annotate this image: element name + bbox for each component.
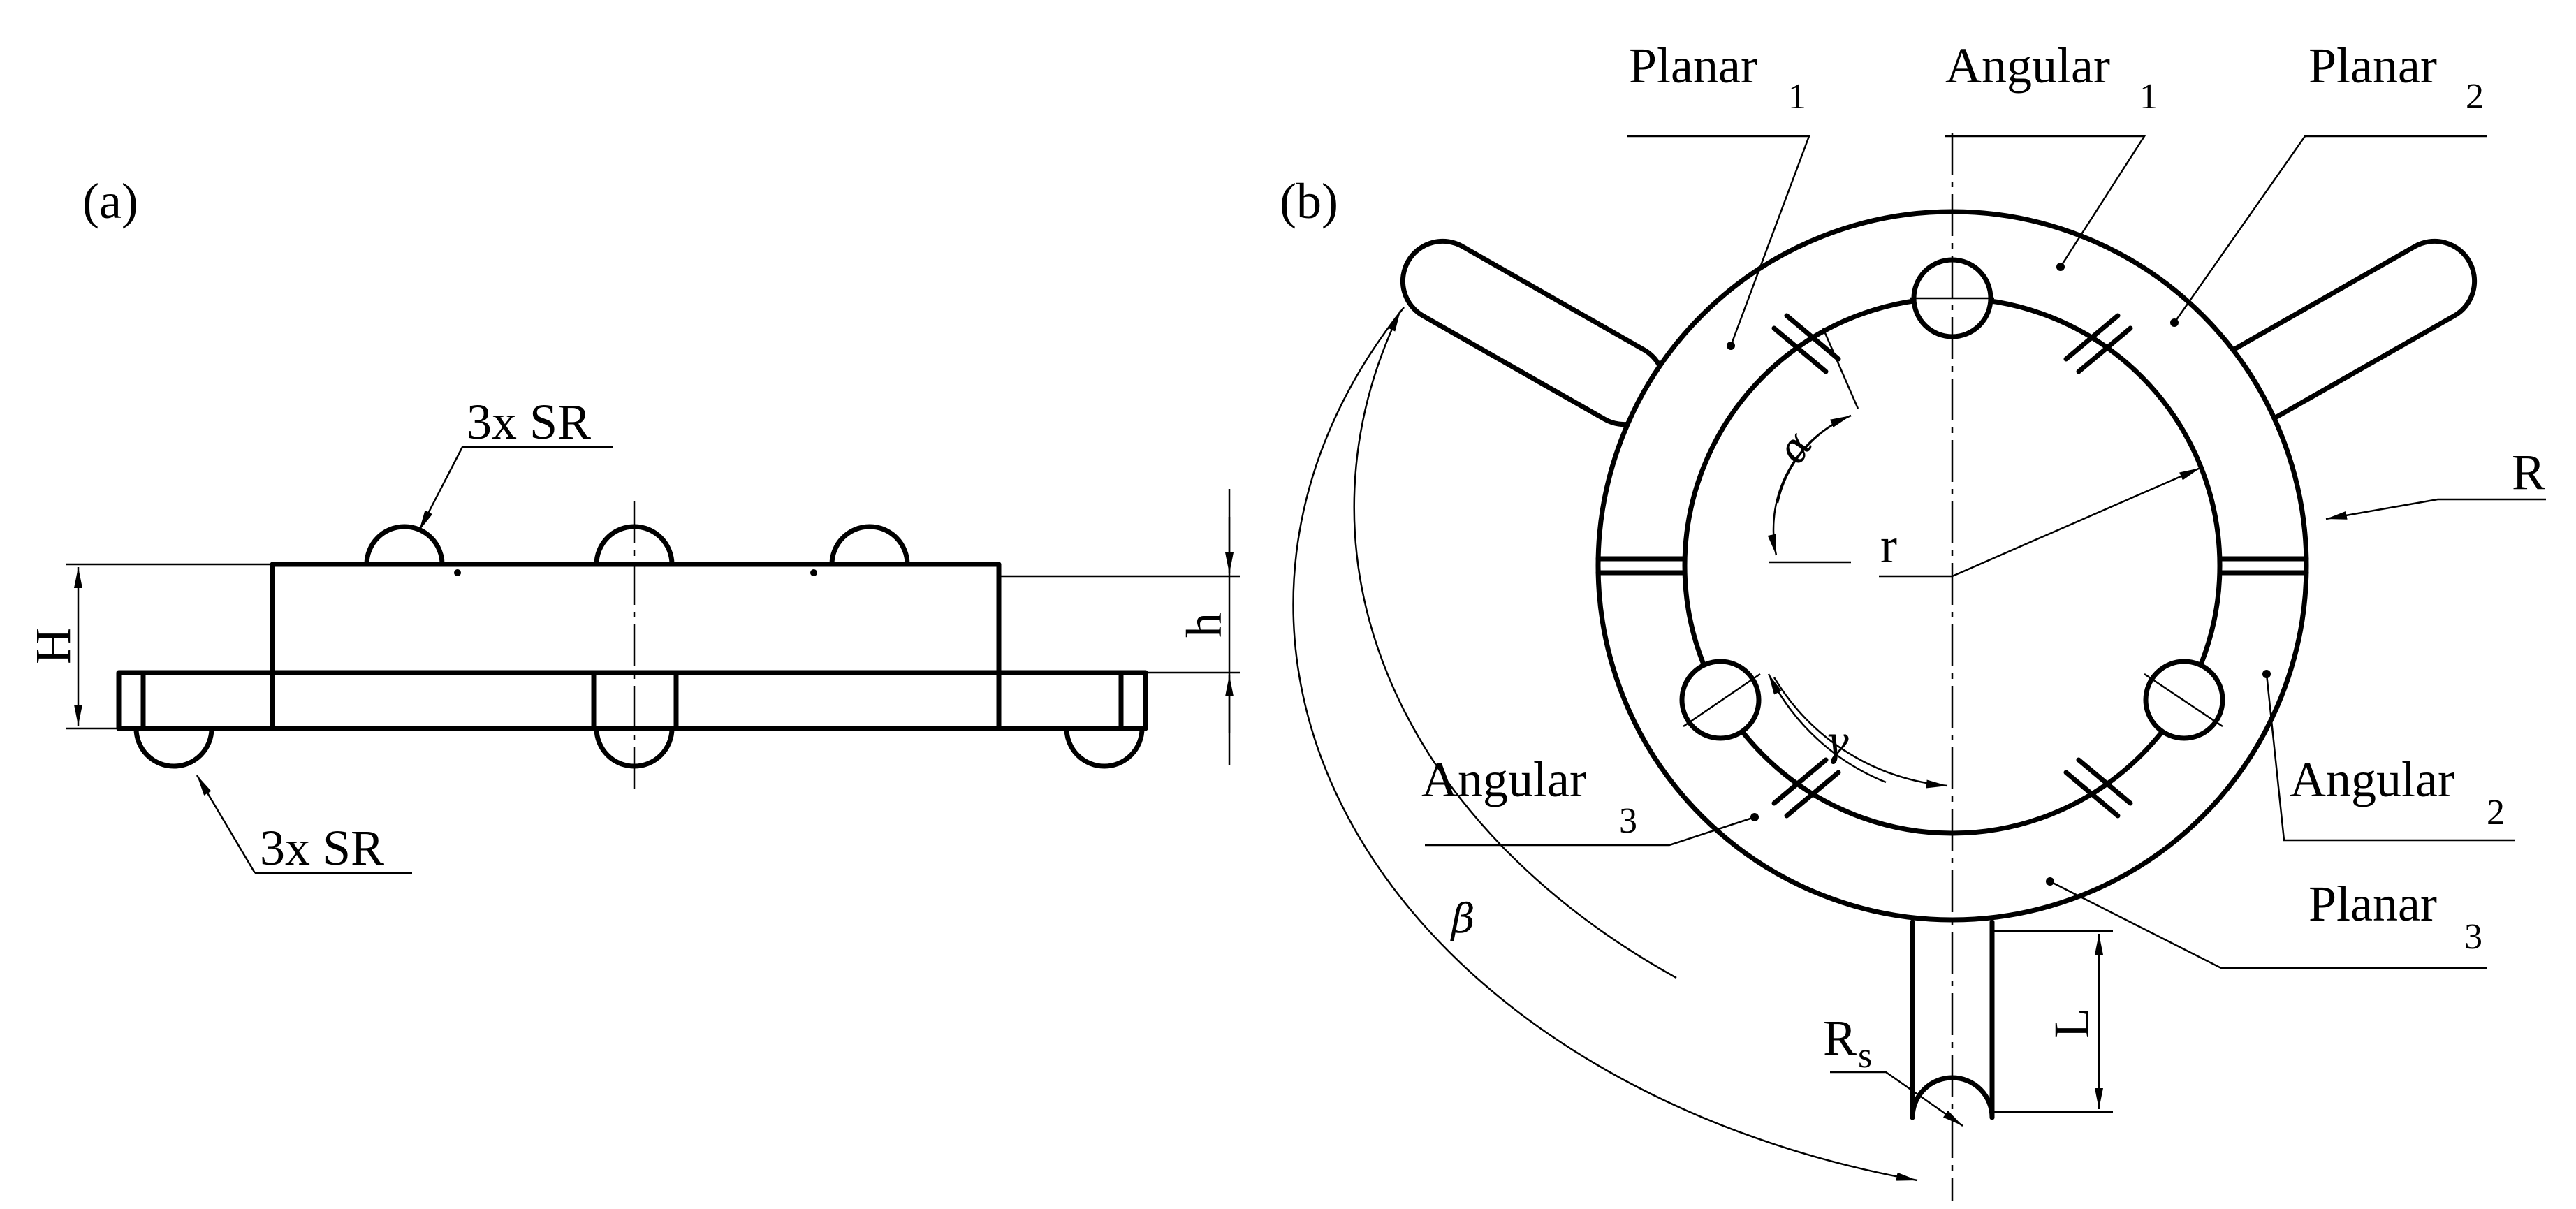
angular-1-name: Angular (1945, 38, 2110, 94)
bottom-ball-right (1064, 726, 1145, 769)
label-planar-2: Planar 2 (2308, 38, 2484, 117)
label-planar-3: Planar 3 (2308, 876, 2482, 957)
segment-gaps (1595, 313, 2309, 819)
angular-3-index: 3 (1619, 801, 1637, 841)
dim-Rs-label: R s (1823, 1010, 1872, 1076)
angle-beta: β (1450, 895, 1475, 942)
panel-a: (a) (25, 173, 1240, 876)
alpha-ref-line-2 (1822, 328, 1859, 409)
dim-R-leader (2325, 498, 2546, 520)
label-angular-3: Angular 3 (1421, 752, 1637, 841)
label-planar-1: Planar 1 (1629, 38, 1806, 117)
dim-h-label: h (1176, 613, 1232, 638)
base-plate (116, 670, 1148, 731)
label-angular-2: Angular 2 (2290, 752, 2505, 833)
dim-Rs-sub: s (1858, 1036, 1872, 1076)
angular-3-name: Angular (1421, 752, 1586, 807)
dim-Rs-leader (1830, 1071, 1963, 1127)
dim-r-leader (1879, 467, 2201, 578)
angular-2-name: Angular (2290, 752, 2454, 807)
bottom-balls-note: 3x SR (260, 820, 384, 876)
ball-lower-left (1679, 659, 1762, 741)
planar-2-name: Planar (2308, 38, 2437, 94)
panel-b: (b) (1280, 38, 2546, 1201)
planar-3-name: Planar (2308, 876, 2437, 932)
ball-lower-right (2143, 659, 2225, 741)
top-ball-right (810, 524, 910, 576)
dim-L-label: L (2044, 1008, 2100, 1039)
bottom-ball-left (133, 726, 214, 769)
dimension-h (999, 489, 1240, 765)
planar-1-index: 1 (1788, 77, 1806, 117)
dimension-H (66, 563, 272, 730)
dim-r-label: r (1880, 518, 1897, 573)
angular-2-index: 2 (2487, 793, 2505, 833)
dim-H-label: H (25, 628, 81, 664)
dimension-L (1992, 930, 2113, 1113)
top-balls-note: 3x SR (467, 394, 591, 450)
planar-1-name: Planar (1629, 38, 1757, 94)
panel-b-label: (b) (1280, 173, 1338, 229)
angular-1-index: 1 (2139, 77, 2158, 117)
planar-2-index: 2 (2466, 77, 2484, 117)
dim-R-label: R (2512, 444, 2545, 500)
slot-arm-left (1400, 238, 1667, 427)
label-angular-1: Angular 1 (1945, 38, 2158, 117)
upper-block (270, 562, 1002, 675)
top-ball-left (364, 524, 461, 576)
angle-gamma: γ (1824, 718, 1849, 765)
dim-Rs-main: R (1823, 1010, 1857, 1066)
planar-3-index: 3 (2464, 917, 2482, 957)
panel-a-label: (a) (82, 173, 138, 229)
